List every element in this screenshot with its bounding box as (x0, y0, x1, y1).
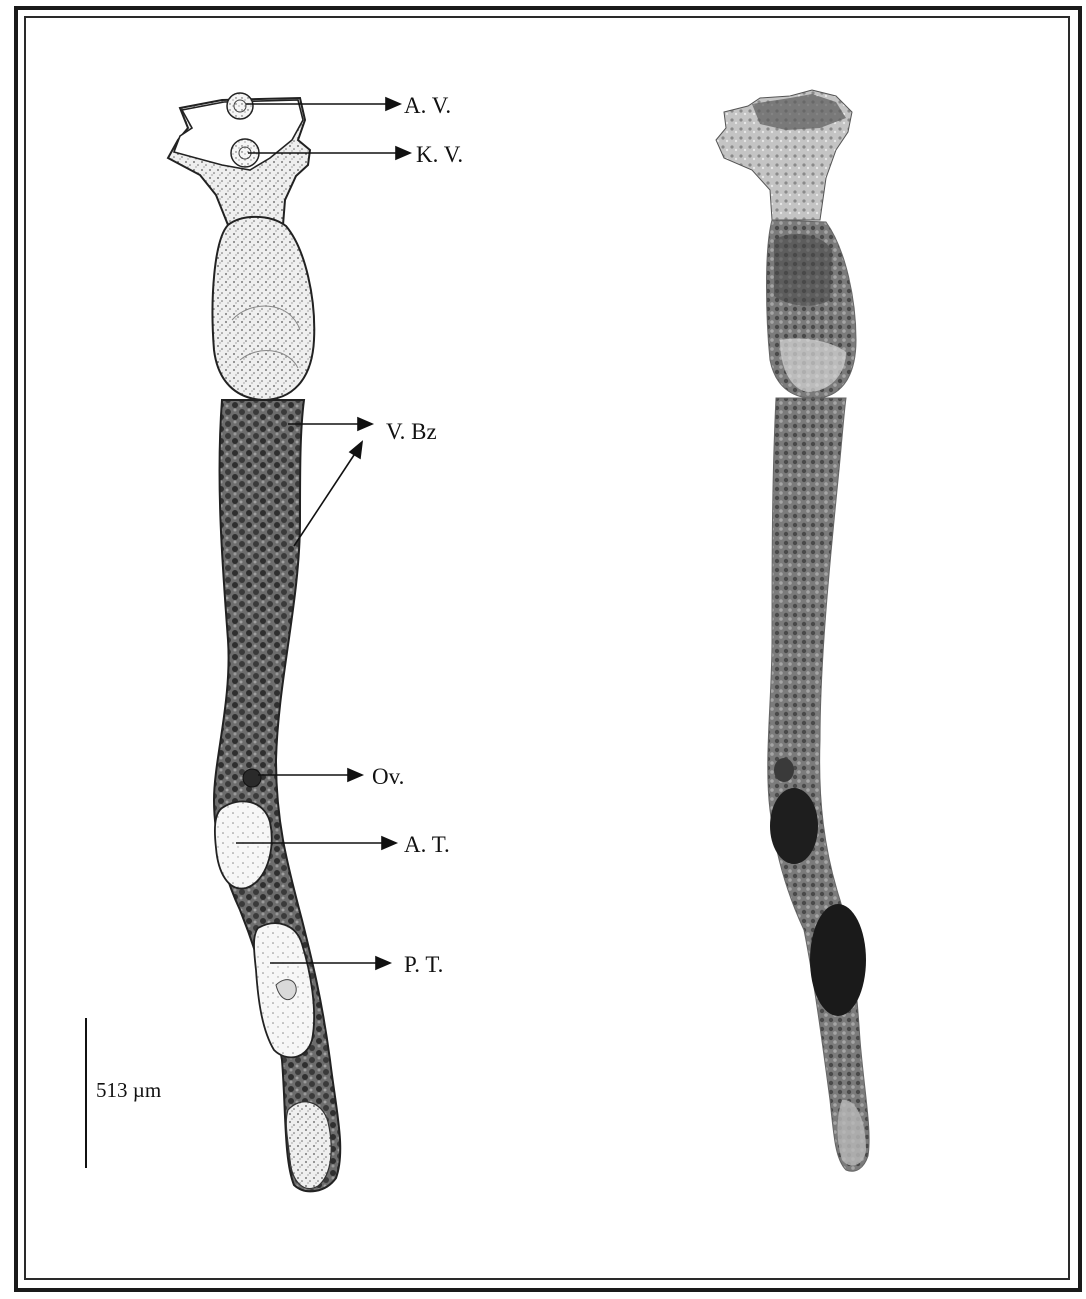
body-trunk (214, 400, 340, 1191)
anterior-oval-organ (213, 217, 315, 400)
scale-bar-label: 513 µm (96, 1080, 161, 1101)
photo-posterior-testis (810, 904, 866, 1016)
drawn-specimen (168, 93, 340, 1191)
ovary (243, 769, 261, 787)
label-posterior-testis: P. T. (404, 953, 443, 976)
photo-specimen (716, 90, 869, 1171)
photo-anterior-testis (770, 788, 818, 864)
label-ventral-sucker: K. V. (416, 143, 463, 166)
label-oral-sucker: A. V. (404, 94, 451, 117)
label-anterior-testis: A. T. (404, 833, 450, 856)
photo-body-trunk (768, 398, 869, 1171)
posterior-tip (286, 1102, 331, 1189)
label-ovary: Ov. (372, 765, 404, 788)
oral-sucker (227, 93, 253, 119)
label-vitellaria: V. Bz (386, 420, 437, 443)
photo-ovary (774, 758, 794, 782)
